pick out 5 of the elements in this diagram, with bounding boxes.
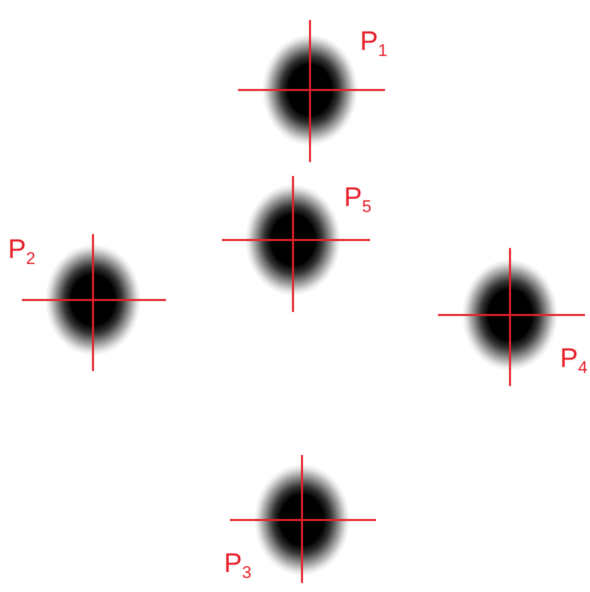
point-label: P$_{4}$ bbox=[560, 345, 588, 376]
point-label: P$_{3}$ bbox=[224, 550, 252, 581]
point-label: P$_{5}$ bbox=[344, 184, 372, 215]
point-label: P$_{1}$ bbox=[360, 28, 388, 59]
point-label: P$_{2}$ bbox=[8, 236, 36, 267]
